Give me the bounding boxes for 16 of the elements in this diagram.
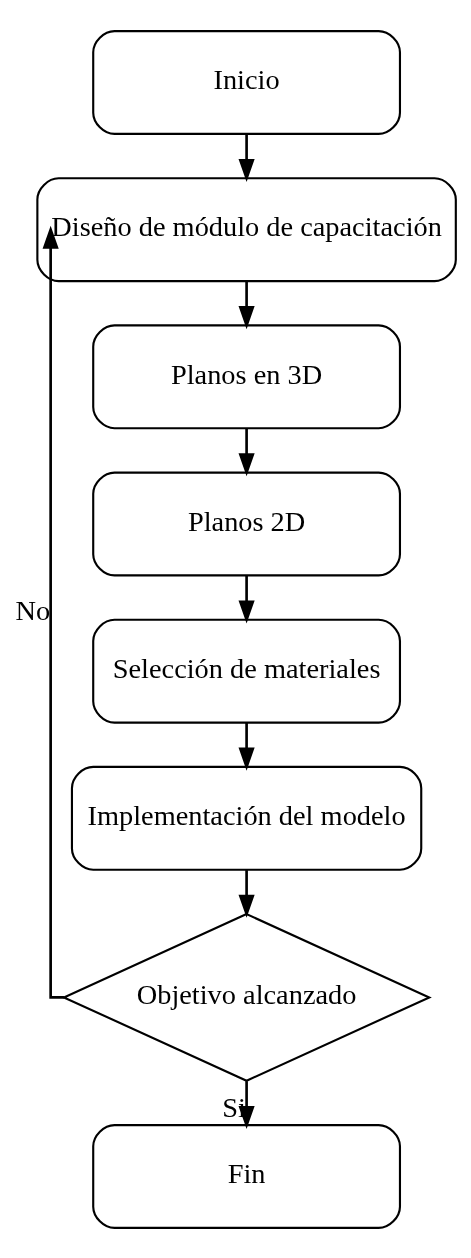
arrow bbox=[238, 133, 255, 182]
node-box: Fin bbox=[92, 1123, 402, 1229]
arrow bbox=[238, 722, 255, 771]
node-box: Planos en 3D bbox=[92, 323, 402, 429]
arrow bbox=[238, 574, 255, 623]
arrow bbox=[42, 225, 64, 999]
node-diamond: Objetivo alcanzado bbox=[61, 912, 432, 1082]
node-box: Diseño de módulo de capacitación bbox=[36, 176, 457, 282]
arrow bbox=[238, 280, 255, 329]
node-box: Selección de materiales bbox=[92, 618, 402, 724]
arrow bbox=[238, 427, 255, 476]
node-box: Implementación del modelo bbox=[70, 765, 423, 871]
node-box: Planos 2D bbox=[92, 471, 402, 576]
edge-label: No bbox=[15, 594, 51, 626]
arrow bbox=[238, 869, 255, 918]
node-box: Inicio bbox=[92, 29, 402, 135]
